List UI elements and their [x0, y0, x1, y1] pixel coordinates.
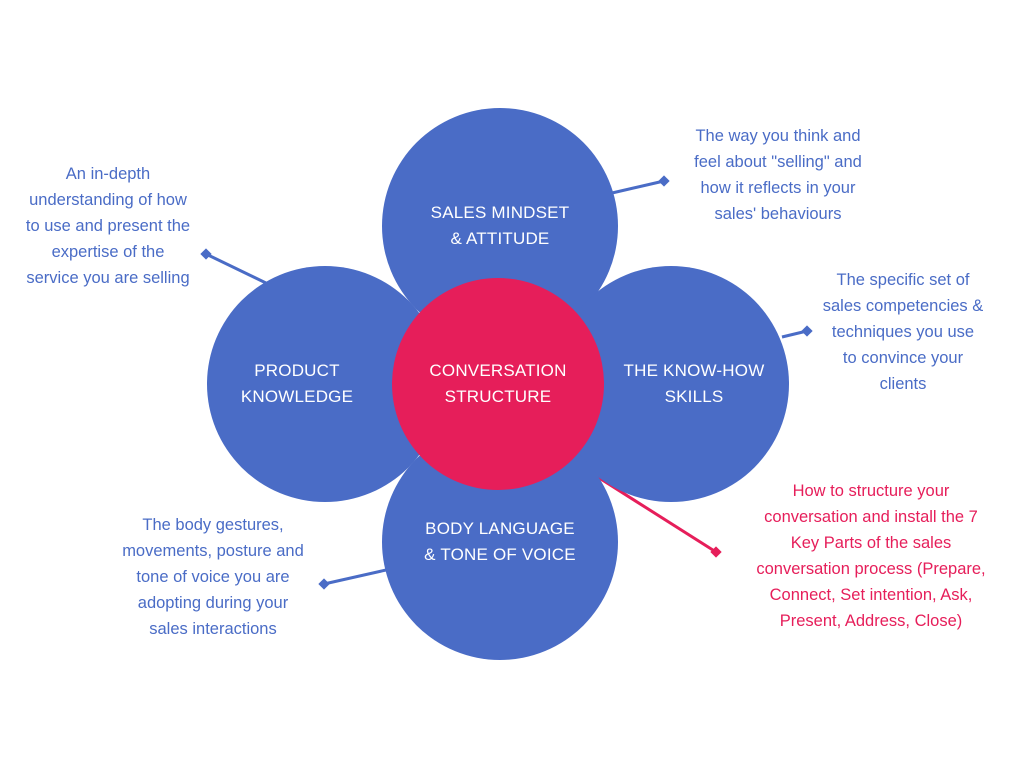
description-know-how-skills: The specific set of sales competencies &… [822, 271, 984, 393]
description-sales-mindset: The way you think and feel about "sellin… [694, 127, 862, 223]
circle-label-product-knowledge: PRODUCT KNOWLEDGE [240, 361, 354, 406]
circle-label-sales-mindset: SALES MINDSET & ATTITUDE [430, 203, 570, 248]
description-product-knowledge: An in-depth understanding of how to use … [25, 165, 191, 287]
connector-left [200, 248, 267, 285]
circle-conversation-structure: CONVERSATION STRUCTURE [392, 278, 604, 490]
description-body-language: The body gestures, movements, posture an… [122, 516, 304, 638]
circle-label-know-how-skills: THE KNOW-HOW SKILLS [623, 361, 765, 406]
circle-label-conversation-structure: CONVERSATION STRUCTURE [429, 361, 567, 406]
connector-bottom [318, 568, 387, 590]
circle-label-body-language: BODY LANGUAGE & TONE OF VOICE [424, 519, 576, 564]
description-conversation-structure: How to structure your conversation and i… [756, 482, 986, 630]
connector-right [781, 325, 813, 339]
connector-top [611, 175, 670, 195]
